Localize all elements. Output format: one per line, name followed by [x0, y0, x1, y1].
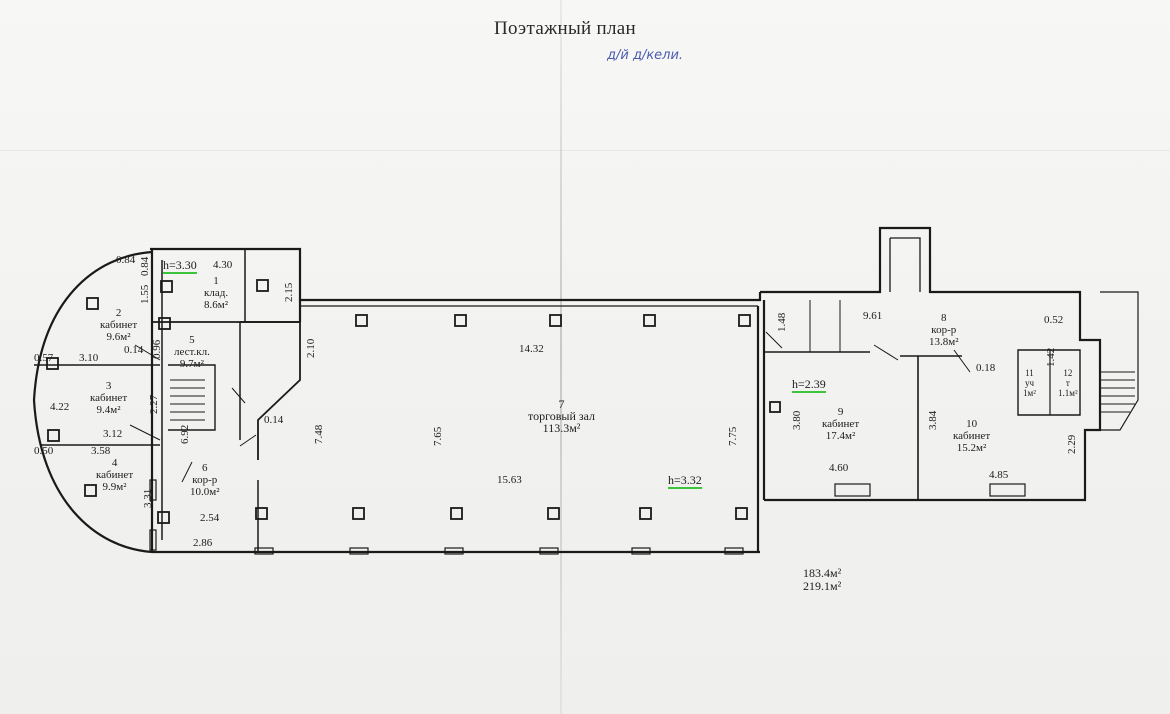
dim-286: 2.86	[193, 537, 213, 549]
total-main-area: 183.4м²	[803, 566, 842, 580]
paper-fold-vertical	[560, 0, 562, 714]
dim-430: 4.30	[213, 259, 233, 271]
dim-227: 2.27	[148, 394, 160, 414]
columns	[46, 279, 781, 524]
dim-485: 4.85	[989, 469, 1009, 481]
dim-422: 4.22	[50, 401, 70, 413]
dim-1432: 14.32	[519, 343, 544, 355]
dim-460: 4.60	[829, 462, 849, 474]
dim-254: 2.54	[200, 512, 220, 524]
dim-961: 9.61	[863, 310, 883, 322]
handwritten-note: д/й д/кели.	[607, 48, 684, 63]
dim-748: 7.48	[313, 424, 325, 444]
dim-1563: 15.63	[497, 474, 522, 486]
dim-096: 0.96	[151, 339, 163, 359]
dim-057: 0.57	[34, 352, 54, 364]
dim-084-v: 0.84	[139, 256, 151, 276]
top-outer-wall	[150, 247, 762, 302]
dim-148: 1.48	[776, 312, 788, 332]
height-left: h=3.30	[163, 258, 197, 274]
dim-018: 0.18	[976, 362, 996, 374]
height-right: h=2.39	[792, 377, 826, 393]
dim-384: 3.84	[927, 410, 939, 430]
dim-380: 3.80	[791, 410, 803, 430]
dim-310: 3.10	[79, 352, 99, 364]
dim-014-b: 0.14	[264, 414, 284, 426]
dim-155: 1.55	[139, 284, 151, 304]
dim-084-top: 0.84	[116, 254, 136, 266]
dim-331: 3.31	[142, 488, 154, 508]
paper-fold-horizontal	[0, 150, 1170, 151]
dim-358: 3.58	[91, 445, 111, 457]
dim-692: 6.92	[179, 424, 191, 444]
dim-229: 2.29	[1066, 434, 1078, 454]
dim-765: 7.65	[432, 426, 444, 446]
dim-312: 3.12	[103, 428, 123, 440]
curved-outer-wall	[32, 250, 153, 554]
dim-052: 0.52	[1044, 314, 1064, 326]
plan-title: Поэтажный план	[494, 18, 637, 39]
dim-050: 0.50	[34, 445, 54, 457]
dim-014-a: 0.14	[124, 344, 144, 356]
dim-210: 2.10	[305, 338, 317, 358]
dim-215: 2.15	[283, 282, 295, 302]
height-hall: h=3.32	[668, 473, 702, 489]
dim-775: 7.75	[727, 426, 739, 446]
total-area: 219.1м²	[803, 579, 842, 593]
dim-142: 1.42	[1045, 347, 1057, 367]
